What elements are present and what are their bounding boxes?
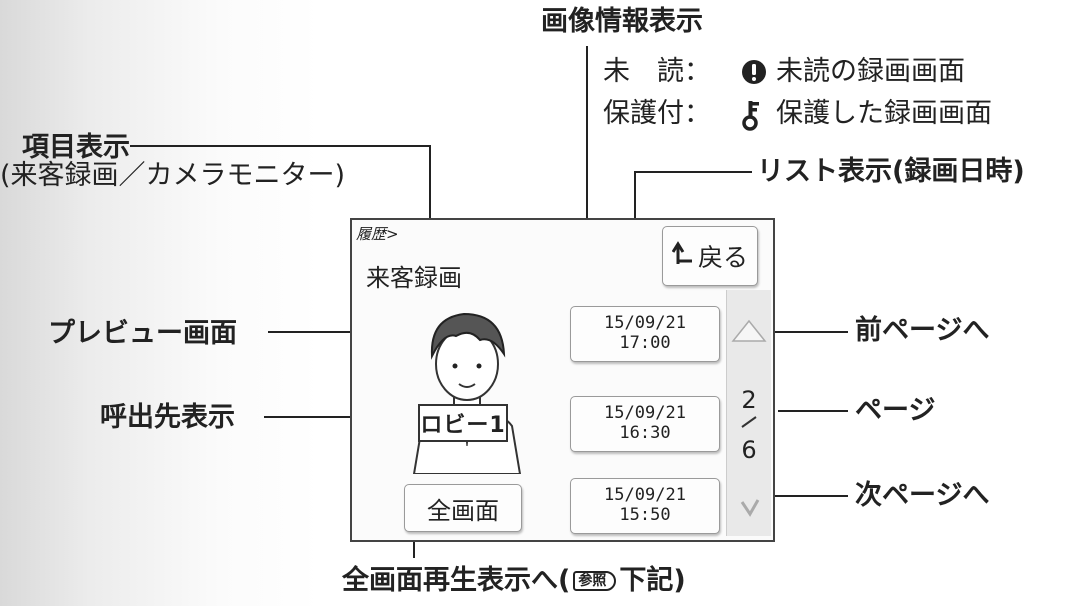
key-icon	[742, 99, 764, 131]
leader-line	[130, 145, 430, 147]
screen-title: 来客録画	[366, 264, 462, 292]
image-info-callout: 画像情報表示	[541, 6, 703, 37]
page-total: 6	[741, 436, 757, 464]
fullscreen-button[interactable]: 全画面	[404, 484, 522, 532]
protected-legend-desc: 保護した録画画面	[776, 98, 992, 129]
preview-callout: プレビュー画面	[48, 318, 237, 349]
list-item-date: 15/09/21	[604, 403, 686, 424]
item-display-callout: 項目表示	[22, 132, 130, 163]
page-current: 2	[741, 386, 757, 414]
leader-line	[429, 145, 431, 250]
leader-line	[778, 410, 848, 412]
back-button[interactable]: 戻る	[662, 226, 758, 286]
unread-legend-label: 未 読：	[603, 56, 711, 87]
callee-tag: ロビー1	[418, 404, 508, 442]
list-item[interactable]: 15/09/21 17:00	[570, 306, 720, 362]
leader-line	[586, 46, 588, 316]
list-item-date: 15/09/21	[604, 313, 686, 334]
list-item-date: 15/09/21	[604, 485, 686, 506]
protected-legend-label: 保護付：	[603, 98, 711, 129]
page-callout: ページ	[855, 395, 936, 426]
reference-icon: 参照	[573, 570, 617, 591]
leader-line	[264, 416, 404, 418]
prev-page-callout: 前ページへ	[855, 315, 990, 346]
back-button-label: 戻る	[697, 243, 748, 272]
callee-callout: 呼出先表示	[100, 402, 235, 433]
unread-icon	[741, 59, 767, 85]
leader-line	[268, 331, 386, 333]
page-slash-icon	[740, 414, 758, 433]
unread-legend-desc: 未読の録画画面	[776, 56, 965, 87]
leader-line	[767, 495, 848, 497]
return-arrow-icon	[671, 241, 694, 271]
page-scrollbar[interactable]: 2 6	[726, 290, 771, 536]
down-chevron-icon[interactable]	[739, 496, 761, 522]
item-display-subcallout: (来客録画／カメラモニター)	[0, 160, 346, 191]
history-screen: 履歴> 来客録画 戻る ロビー1 全画面 15/09/21 17:00 15/0…	[350, 218, 775, 542]
up-triangle-icon[interactable]	[731, 318, 767, 348]
breadcrumb: 履歴>	[356, 225, 399, 243]
next-page-callout: 次ページへ	[855, 480, 990, 511]
preview-image[interactable]	[392, 306, 542, 475]
list-item-time: 17:00	[619, 333, 671, 353]
list-display-callout: リスト表示(録画日時)	[757, 156, 1025, 187]
list-item[interactable]: 15/09/21 15:50	[570, 478, 720, 534]
list-item-time: 15:50	[619, 505, 671, 525]
fullscreen-play-callout: 全画面再生表示へ( 参照 下記)	[342, 565, 686, 596]
leader-line	[634, 171, 752, 173]
list-item-time: 16:30	[619, 423, 671, 443]
leader-line	[762, 331, 848, 333]
list-item[interactable]: 15/09/21 16:30	[570, 396, 720, 452]
